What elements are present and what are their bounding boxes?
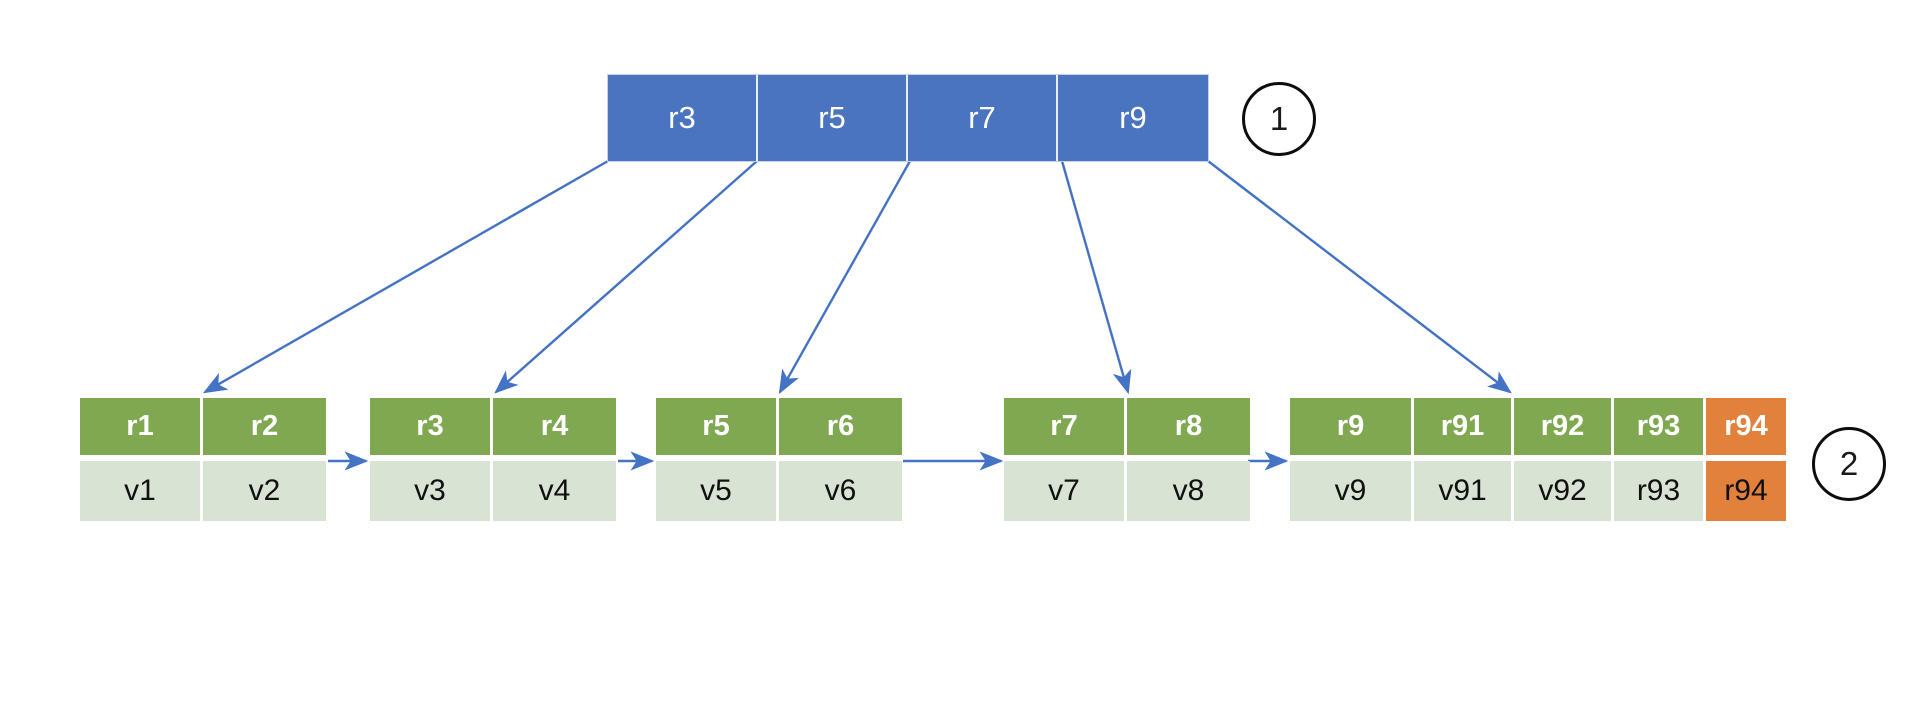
internal-node-cell-label: r7 bbox=[968, 100, 996, 135]
internal-node-cell-label: r3 bbox=[668, 100, 696, 135]
internal-node[interactable]: r3 r5 r7 r9 bbox=[608, 75, 1208, 161]
leaf-key-label: r6 bbox=[826, 410, 855, 442]
leaf-key-label: r94 bbox=[1724, 410, 1768, 442]
leaf-key-cell[interactable]: r8 bbox=[1127, 398, 1250, 455]
leaf-value-row: v1 v2 bbox=[80, 461, 326, 521]
leaf-value-row: v9 v91 v92 r93 r94 bbox=[1290, 461, 1786, 521]
leaf-value-label: v5 bbox=[700, 474, 732, 507]
leaf-key-label: r1 bbox=[126, 410, 154, 442]
leaf-value-cell[interactable]: v6 bbox=[779, 461, 902, 521]
leaf-value-label: r94 bbox=[1724, 474, 1768, 507]
leaf-value-label: v6 bbox=[824, 474, 857, 507]
leaf-value-row: v5 v6 bbox=[656, 461, 902, 521]
leaf-node[interactable]: r1 r2 v1 v2 bbox=[80, 398, 326, 521]
leaf-key-label: r4 bbox=[540, 410, 569, 442]
leaf-value-cell[interactable]: v1 bbox=[80, 461, 203, 521]
leaf-key-row: r1 r2 bbox=[80, 398, 326, 455]
leaf-key-cell[interactable]: r5 bbox=[656, 398, 779, 455]
leaf-value-label: v92 bbox=[1538, 474, 1587, 507]
leaf-value-label: v9 bbox=[1334, 474, 1367, 507]
leaf-value-cell[interactable]: v91 bbox=[1414, 461, 1514, 521]
leaf-key-label: r91 bbox=[1440, 410, 1485, 442]
leaf-value-label: v91 bbox=[1438, 474, 1487, 507]
leaf-key-cell[interactable]: r4 bbox=[493, 398, 616, 455]
internal-node-cell[interactable]: r5 bbox=[758, 75, 908, 161]
internal-node-cell-label: r5 bbox=[818, 100, 846, 135]
leaf-key-row: r9 r91 r92 r93 r94 bbox=[1290, 398, 1786, 455]
leaf-value-label: v3 bbox=[414, 474, 446, 507]
leaf-key-cell[interactable]: r6 bbox=[779, 398, 902, 455]
leaf-value-row: v3 v4 bbox=[370, 461, 616, 521]
leaf-key-label: r5 bbox=[702, 410, 730, 442]
leaf-node[interactable]: r7 r8 v7 v8 bbox=[1004, 398, 1250, 521]
child-pointer-3 bbox=[778, 160, 912, 395]
leaf-key-row: r3 r4 bbox=[370, 398, 616, 455]
leaf-node[interactable]: r5 r6 v5 v6 bbox=[656, 398, 902, 521]
child-pointer-2 bbox=[494, 160, 758, 394]
leaf-key-cell[interactable]: r92 bbox=[1514, 398, 1614, 455]
leaf-key-cell[interactable]: r2 bbox=[203, 398, 326, 455]
leaf-key-row: r5 r6 bbox=[656, 398, 902, 455]
leaf-value-label: v1 bbox=[124, 474, 156, 507]
leaf-key-label: r93 bbox=[1636, 410, 1681, 442]
leaf-value-cell-overflow[interactable]: r94 bbox=[1706, 461, 1786, 521]
leaf-value-label: v8 bbox=[1172, 474, 1205, 507]
internal-node-cell[interactable]: r9 bbox=[1058, 75, 1208, 161]
child-pointer-5 bbox=[1207, 160, 1512, 394]
leaf-key-cell[interactable]: r1 bbox=[80, 398, 203, 455]
internal-node-cell[interactable]: r7 bbox=[908, 75, 1058, 161]
leaf-value-cell[interactable]: v4 bbox=[493, 461, 616, 521]
step-marker-label: 2 bbox=[1839, 445, 1859, 482]
leaf-value-cell[interactable]: v2 bbox=[203, 461, 326, 521]
internal-node-cell-label: r9 bbox=[1119, 100, 1147, 135]
leaf-value-cell[interactable]: v3 bbox=[370, 461, 493, 521]
leaf-node[interactable]: r3 r4 v3 v4 bbox=[370, 398, 616, 521]
leaf-key-cell[interactable]: r91 bbox=[1414, 398, 1514, 455]
leaf-value-cell[interactable]: v92 bbox=[1514, 461, 1614, 521]
leaf-key-label: r9 bbox=[1336, 410, 1365, 442]
leaf-value-cell[interactable]: v9 bbox=[1290, 461, 1414, 521]
leaf-value-cell[interactable]: v8 bbox=[1127, 461, 1250, 521]
leaf-key-label: r8 bbox=[1174, 410, 1203, 442]
leaf-key-cell[interactable]: r3 bbox=[370, 398, 493, 455]
leaf-value-cell[interactable]: r93 bbox=[1614, 461, 1706, 521]
leaf-value-label: v7 bbox=[1048, 474, 1080, 507]
leaf-key-label: r2 bbox=[250, 410, 279, 442]
step-marker-1: 1 bbox=[1242, 82, 1316, 156]
child-pointer-1 bbox=[202, 159, 609, 394]
leaf-key-label: r3 bbox=[416, 410, 444, 442]
leaf-value-label: r93 bbox=[1636, 474, 1681, 507]
leaf-key-cell[interactable]: r7 bbox=[1004, 398, 1127, 455]
leaf-key-cell[interactable]: r9 bbox=[1290, 398, 1414, 455]
leaf-value-row: v7 v8 bbox=[1004, 461, 1250, 521]
leaf-value-cell[interactable]: v7 bbox=[1004, 461, 1127, 521]
step-marker-2: 2 bbox=[1812, 427, 1886, 501]
leaf-key-label: r7 bbox=[1050, 410, 1078, 442]
leaf-key-label: r92 bbox=[1540, 410, 1585, 442]
child-pointer-4 bbox=[1060, 160, 1132, 395]
leaf-node-overflow[interactable]: r9 r91 r92 r93 r94 v9 v91 v92 bbox=[1290, 398, 1786, 521]
step-marker-label: 1 bbox=[1269, 100, 1289, 137]
leaf-value-cell[interactable]: v5 bbox=[656, 461, 779, 521]
internal-node-cell[interactable]: r3 bbox=[608, 75, 758, 161]
leaf-key-cell-overflow[interactable]: r94 bbox=[1706, 398, 1786, 455]
leaf-value-label: v4 bbox=[538, 474, 571, 507]
leaf-key-cell[interactable]: r93 bbox=[1614, 398, 1706, 455]
leaf-key-row: r7 r8 bbox=[1004, 398, 1250, 455]
leaf-value-label: v2 bbox=[248, 474, 281, 507]
